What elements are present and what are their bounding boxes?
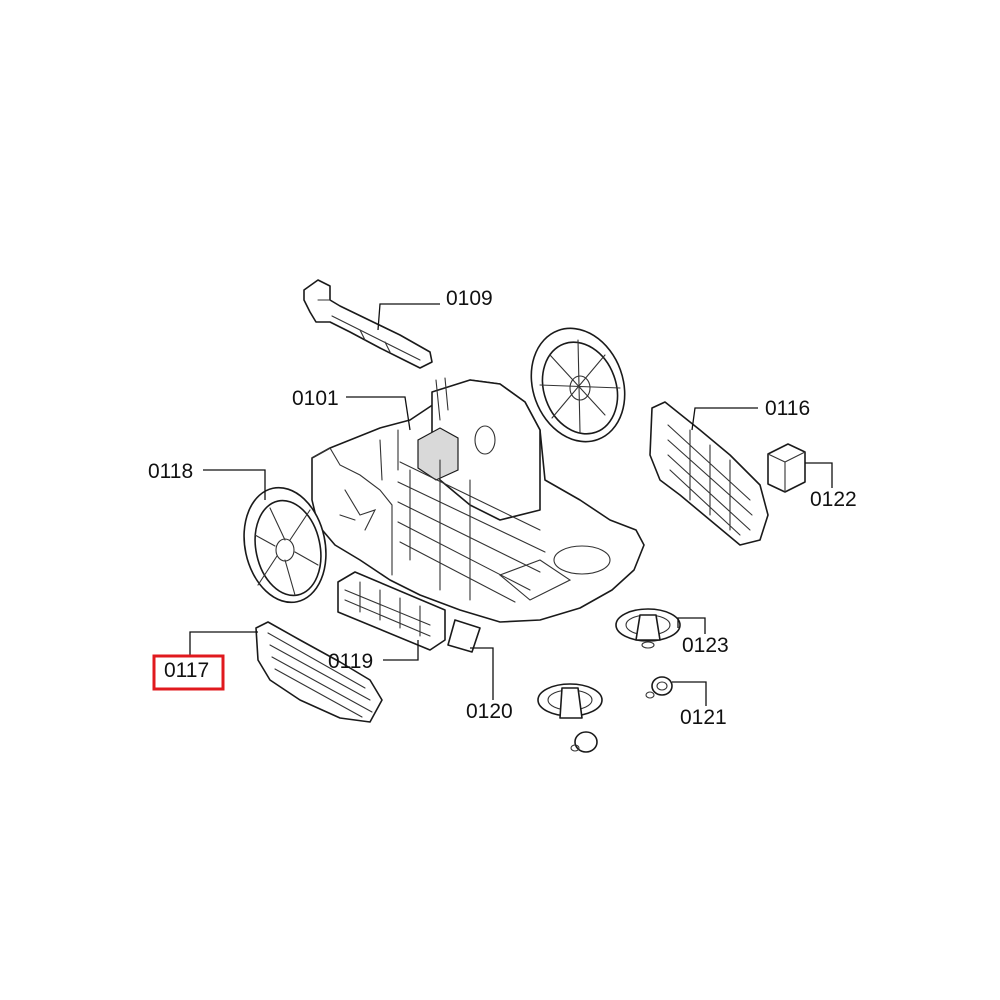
label-0120[interactable]: 0120 [466, 700, 513, 723]
part-0109-bracket[interactable] [303, 279, 433, 369]
part-0120-wedge[interactable] [447, 619, 481, 653]
part-0122-block[interactable] [767, 443, 806, 493]
label-0121[interactable]: 0121 [680, 706, 727, 729]
highlight-box-0117 [152, 654, 225, 691]
leader-0109 [377, 303, 440, 331]
part-0119-filter[interactable] [337, 571, 446, 651]
part-0116-side-grille[interactable] [649, 401, 769, 546]
part-0101-housing[interactable] [311, 377, 645, 623]
label-0119[interactable]: 0119 [328, 650, 373, 673]
leader-0116 [691, 407, 758, 431]
label-0123[interactable]: 0123 [682, 634, 729, 657]
leader-0101 [346, 396, 411, 431]
part-0118-left-wheel[interactable] [234, 480, 336, 610]
label-0109[interactable]: 0109 [446, 287, 493, 310]
label-0118[interactable]: 0118 [148, 460, 193, 483]
leader-0122 [805, 462, 833, 488]
part-0123-castor[interactable] [615, 608, 681, 649]
leader-0119 [383, 640, 419, 661]
label-0122[interactable]: 0122 [810, 488, 857, 511]
leader-0121 [672, 681, 707, 706]
part-right-wheel[interactable] [516, 315, 640, 455]
leader-0118 [203, 469, 266, 500]
leader-0117 [189, 631, 258, 655]
label-0101[interactable]: 0101 [292, 387, 339, 410]
part-0121-roller[interactable] [645, 676, 673, 699]
leader-0120 [470, 647, 494, 700]
part-lower-castor[interactable] [537, 683, 603, 753]
leader-0123 [677, 617, 706, 634]
part-labels: 0109 0101 0116 0118 0122 0117 0119 0123 … [148, 287, 857, 729]
label-0116[interactable]: 0116 [765, 397, 810, 420]
label-0117[interactable]: 0117 [164, 659, 209, 682]
leader-lines [189, 303, 833, 706]
part-0117-front-grille[interactable] [255, 621, 383, 723]
